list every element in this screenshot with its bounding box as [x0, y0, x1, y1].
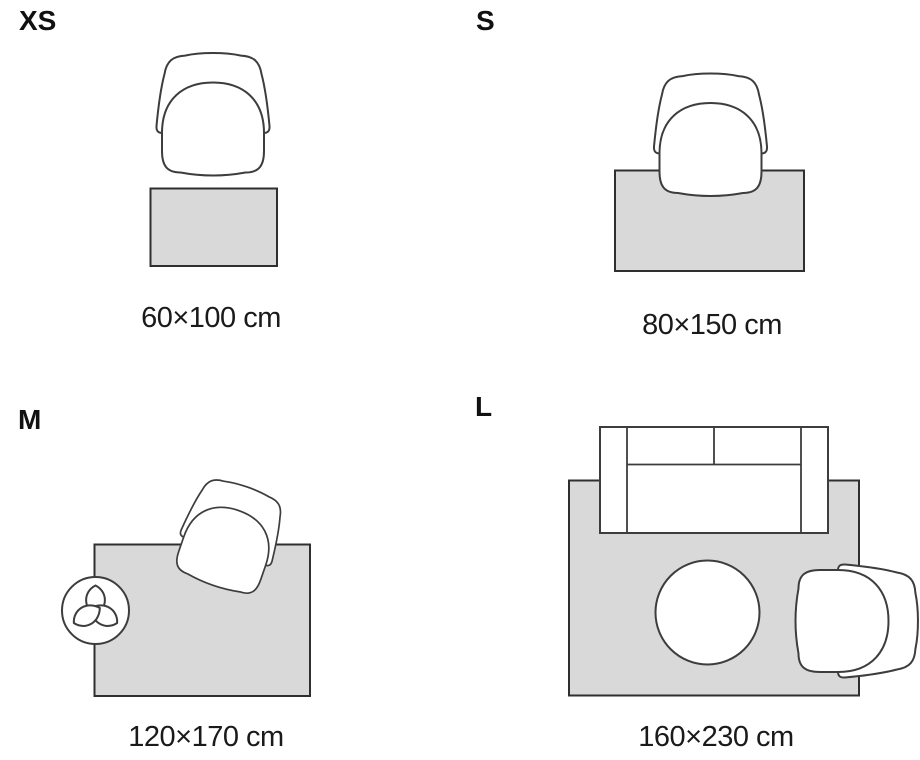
size-caption-m: 120×170 cm — [128, 721, 284, 753]
size-s-illustration — [614, 72, 805, 272]
size-label-m: M — [18, 404, 42, 435]
size-caption-s: 80×150 cm — [642, 309, 782, 341]
plant-icon — [61, 576, 130, 645]
armchair-icon — [652, 72, 769, 197]
rug-xs — [149, 187, 278, 267]
armchair-icon — [794, 563, 919, 679]
armchair-icon — [155, 52, 271, 177]
size-label-s: S — [476, 5, 495, 36]
sofa-icon — [599, 426, 829, 534]
coffee-table-icon — [654, 559, 761, 666]
size-xs-illustration — [149, 52, 278, 267]
size-l-illustration — [568, 426, 919, 697]
size-label-xs: XS — [19, 5, 57, 36]
size-label-l: L — [475, 391, 493, 422]
size-m-illustration — [61, 470, 311, 697]
size-caption-xs: 60×100 cm — [141, 302, 281, 334]
size-caption-l: 160×230 cm — [638, 721, 794, 753]
